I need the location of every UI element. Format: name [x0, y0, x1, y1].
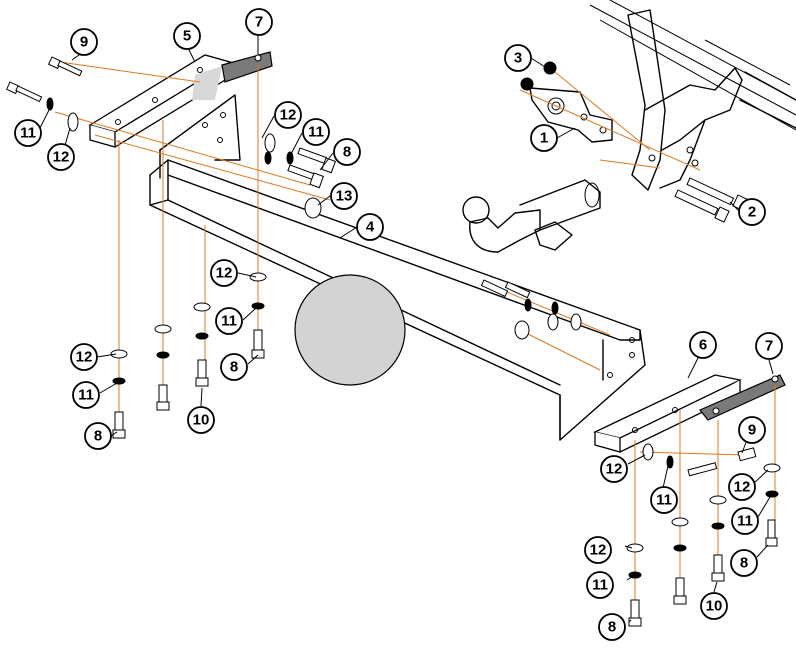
callout-12-mid-top: 12	[274, 101, 302, 129]
callout-5: 5	[173, 22, 201, 50]
callout-9-left: 9	[70, 28, 98, 56]
callout-8-right-b: 8	[598, 613, 626, 641]
reinforcement-plate-7-right	[699, 374, 786, 421]
callout-label: 13	[336, 188, 353, 205]
callout-label: 8	[608, 619, 616, 636]
callout-label: 11	[78, 387, 94, 404]
bolt-2-pair	[674, 177, 748, 223]
main-crossbar-4	[149, 94, 646, 441]
callout-11-right-c: 11	[586, 571, 614, 599]
callout-7-right: 7	[755, 332, 783, 360]
callout-10-left: 10	[187, 406, 215, 434]
callout-label: 8	[230, 359, 238, 376]
callout-label: 11	[656, 492, 672, 509]
callout-8-right-a: 8	[730, 549, 758, 577]
nut-3-pair	[520, 61, 557, 91]
callout-8-mid-top: 8	[333, 138, 361, 166]
callout-label: 6	[699, 337, 707, 354]
callout-11-left-top: 11	[14, 119, 42, 147]
callout-label: 12	[734, 479, 751, 496]
alignment-guides	[54, 61, 776, 610]
callout-8-left-mid: 8	[220, 353, 248, 381]
callout-13: 13	[330, 182, 358, 210]
callout-2: 2	[738, 198, 766, 226]
fasteners-middle-right	[480, 279, 582, 340]
callout-label: 5	[183, 28, 191, 45]
callout-label: 7	[765, 338, 773, 355]
callout-11-left-lower: 11	[215, 307, 243, 335]
callout-label: 7	[255, 14, 263, 31]
callout-label: 12	[606, 461, 623, 478]
detachable-towball-neck	[462, 179, 601, 253]
callout-8-left-bot: 8	[84, 422, 112, 450]
callout-label: 12	[53, 149, 70, 166]
vehicle-chassis-fragment	[589, 0, 796, 191]
callout-3: 3	[504, 44, 532, 72]
callout-11-left-bot: 11	[72, 381, 100, 409]
callout-label: 9	[748, 422, 756, 439]
callout-7-left: 7	[245, 8, 273, 36]
callout-12-right-a: 12	[600, 455, 628, 483]
callout-label: 11	[20, 125, 36, 142]
callout-label: 10	[193, 412, 210, 429]
ecc-socket-placeholder	[294, 274, 406, 386]
callout-12-left-bot: 12	[70, 343, 98, 371]
fasteners-top-left	[5, 56, 337, 219]
reinforcement-plate-7-left	[221, 51, 273, 83]
callout-label: 12	[76, 349, 93, 366]
callout-4: 4	[356, 213, 384, 241]
callout-label: 9	[80, 34, 88, 51]
callout-label: 1	[540, 130, 548, 147]
callout-9-right: 9	[738, 416, 766, 444]
callout-6: 6	[689, 331, 717, 359]
callout-label: 11	[737, 513, 753, 530]
callout-label: 4	[366, 219, 375, 236]
side-plate-5	[88, 54, 232, 148]
callout-label: 12	[590, 542, 607, 559]
callout-label: 11	[592, 577, 608, 594]
callout-12-right-c: 12	[584, 536, 612, 564]
callout-label: 8	[94, 428, 102, 445]
callout-label: 3	[514, 50, 522, 67]
fasteners-bottom-right	[626, 443, 781, 627]
callout-11-mid-top: 11	[302, 118, 330, 146]
callout-label: 8	[740, 555, 748, 572]
callout-12-right-b: 12	[728, 473, 756, 501]
callout-label: 12	[216, 265, 233, 282]
callout-12-left-lower: 12	[210, 259, 238, 287]
callout-11-right-b: 11	[731, 507, 759, 535]
callout-label: 8	[343, 144, 351, 161]
fasteners-bottom-left	[110, 272, 267, 439]
callout-label: 12	[280, 107, 297, 124]
callout-12-left-top: 12	[47, 143, 75, 171]
callout-label: 2	[748, 204, 756, 221]
callout-label: 11	[221, 313, 237, 330]
callout-1: 1	[530, 124, 558, 152]
callout-label: 11	[308, 124, 324, 141]
callout-label: 10	[706, 598, 723, 615]
callout-11-right-a: 11	[650, 486, 678, 514]
callout-10-right: 10	[700, 592, 728, 620]
